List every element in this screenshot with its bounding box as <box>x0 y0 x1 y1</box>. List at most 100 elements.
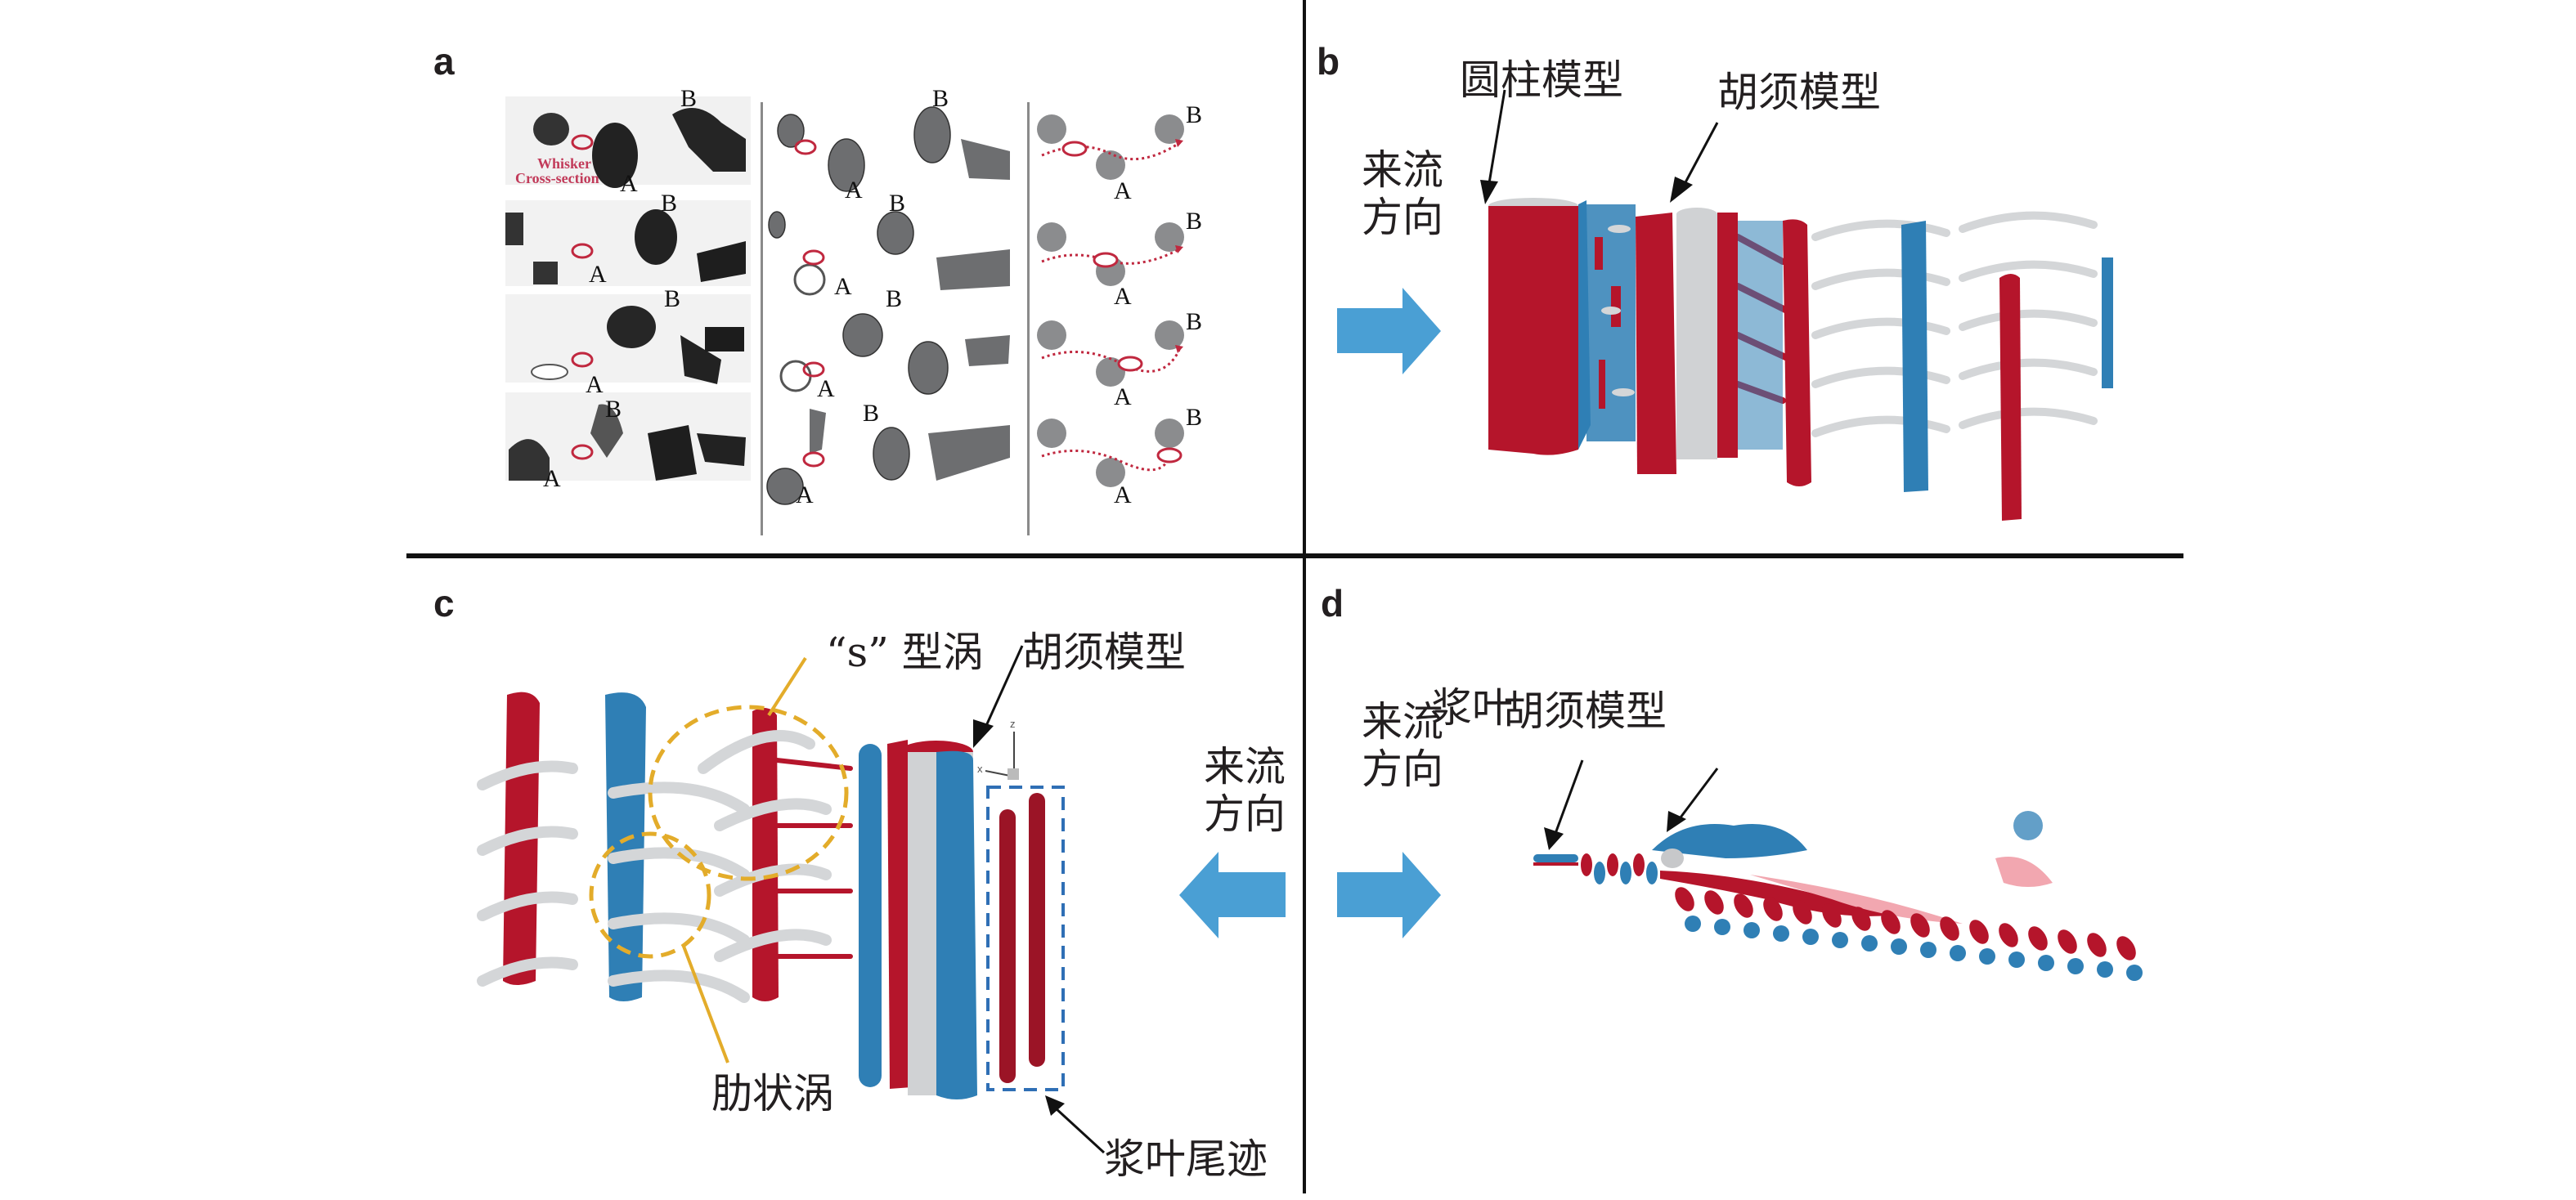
vortex-blob <box>2008 951 2025 968</box>
point-a-label: A <box>589 261 607 288</box>
vortex-blob <box>1851 907 1871 931</box>
vortex-blob <box>1646 862 1658 884</box>
vortex-blob <box>1969 920 1989 944</box>
vortex-blob <box>2087 933 2107 957</box>
point-b-label: B <box>1186 101 1202 128</box>
vortex-blob <box>1734 893 1753 918</box>
whisker-model-label: 胡须模型 <box>1717 69 1881 116</box>
vortex-blob <box>1910 913 1930 938</box>
schematic-row-3: A B <box>1037 308 1202 410</box>
point-b-label: B <box>889 190 905 217</box>
vortex-blob <box>1802 929 1819 945</box>
vortex-blob <box>2058 929 2077 954</box>
point-a-label: A <box>817 375 835 402</box>
vortex-blob <box>2038 955 2054 971</box>
panel-label-d: d <box>1321 582 1344 625</box>
vertical-divider <box>1303 0 1306 1193</box>
point-b-label: B <box>863 400 879 427</box>
panel-a-column-divider-2 <box>1027 102 1030 535</box>
point-b-label: B <box>1186 308 1202 335</box>
flow-label-line2: 方向 <box>1362 745 1443 793</box>
panel-a-schematic-column: A B A B A B A <box>1037 101 1202 508</box>
panel-d-vortex-street <box>1533 759 2143 981</box>
panel-a-photo-column: Whisker Cross-section A B A B A B <box>505 85 751 492</box>
point-a-label: A <box>1114 481 1132 508</box>
s-vortex-label: “s” 型涡 <box>826 629 984 676</box>
vortex-blob <box>1620 862 1631 884</box>
panel-b-vortex-visualization <box>1480 89 2113 521</box>
point-b-label: B <box>605 396 622 423</box>
vortex-blob <box>1607 853 1618 876</box>
flow-label-line1: 来流 <box>1362 698 1443 746</box>
whisker-cross-section <box>1661 849 1684 868</box>
vortex-blob <box>1685 916 1701 932</box>
point-a-label: A <box>1114 177 1132 204</box>
flow-arrow-icon <box>1337 288 1441 374</box>
vortex-blob <box>1999 923 2018 947</box>
vortex-blob <box>1979 948 1995 965</box>
flow-label-line1: 来流 <box>1204 743 1286 790</box>
photo-row-2: A B <box>505 190 751 288</box>
vortex-blob <box>1744 922 1760 938</box>
vortex-blob <box>1675 887 1694 911</box>
photo-row-4: A B <box>505 392 751 492</box>
vortex-blob <box>1594 862 1605 884</box>
flow-direction-label: 来流 方向 <box>1362 146 1443 241</box>
paddle-wake-label: 浆叶尾迹 <box>1104 1135 1268 1183</box>
point-a-label: A <box>796 481 814 508</box>
flow-direction-label: 来流 方向 <box>1204 743 1286 838</box>
point-a-label: A <box>834 273 852 300</box>
vortex-blob <box>1940 916 1959 941</box>
flow-label-line1: 来流 <box>1362 146 1443 194</box>
vortex-blob <box>1633 853 1645 876</box>
panel-a-processed-column: A B A B A B A B <box>766 85 1010 508</box>
flow-arrow-icon <box>1337 852 1441 938</box>
photo-row-3: A B <box>505 285 751 398</box>
vortex-blob <box>1950 945 1966 961</box>
point-b-label: B <box>680 85 697 112</box>
processed-row-4: A B <box>766 400 1010 508</box>
point-b-label: B <box>886 285 902 312</box>
whisker-model-label: 胡须模型 <box>1503 687 1667 735</box>
point-a-label: A <box>1114 283 1132 310</box>
flow-label-line2: 方向 <box>1362 193 1443 241</box>
cylinder-pointer-arrow <box>1480 89 1506 204</box>
processed-row-3: A B <box>779 285 1010 402</box>
point-a-label: A <box>1114 383 1132 410</box>
rib-vortex-highlight <box>589 831 711 959</box>
whisker-model-label: 胡须模型 <box>1022 629 1186 676</box>
panel-label-c: c <box>433 582 455 625</box>
panel-a-column-divider-1 <box>761 102 763 535</box>
vortex-blob <box>1832 932 1848 948</box>
rib-vortex-label: 肋状涡 <box>711 1070 834 1117</box>
vortex-blob <box>1714 919 1730 935</box>
panel-label-a: a <box>433 40 455 83</box>
schematic-row-1: A B <box>1037 101 1202 204</box>
vortex-blob <box>1763 897 1783 921</box>
processed-row-2: A B <box>768 190 1010 300</box>
paddle-wake-box <box>986 786 1065 1091</box>
vortex-blob <box>2097 961 2113 978</box>
point-a-label: A <box>586 371 604 398</box>
axis-z-label: z <box>1010 718 1016 730</box>
vortex-blob <box>2126 965 2143 981</box>
flow-arrow-icon <box>1179 852 1286 938</box>
point-a-label: A <box>845 177 863 204</box>
vortex-blob <box>1822 903 1842 928</box>
paddle-label: 浆叶 <box>1431 684 1513 732</box>
vortex-blob <box>2116 936 2136 960</box>
vortex-blob <box>1581 853 1592 876</box>
vortex-blob <box>1881 910 1901 934</box>
flow-direction-label: 来流 方向 <box>1362 698 1443 793</box>
point-a-label: A <box>620 170 638 197</box>
vortex-blob <box>1861 935 1878 951</box>
vortex-blob <box>1704 890 1724 915</box>
point-b-label: B <box>661 190 677 217</box>
photo-row-1: Whisker Cross-section A B <box>505 85 751 197</box>
whisker-label-line1: Whisker <box>537 155 591 172</box>
point-b-label: B <box>932 85 949 112</box>
panel-label-b: b <box>1317 40 1340 83</box>
point-b-label: B <box>664 285 680 312</box>
vortex-blob <box>1920 942 1936 958</box>
cylinder-model-label: 圆柱模型 <box>1460 56 1623 104</box>
